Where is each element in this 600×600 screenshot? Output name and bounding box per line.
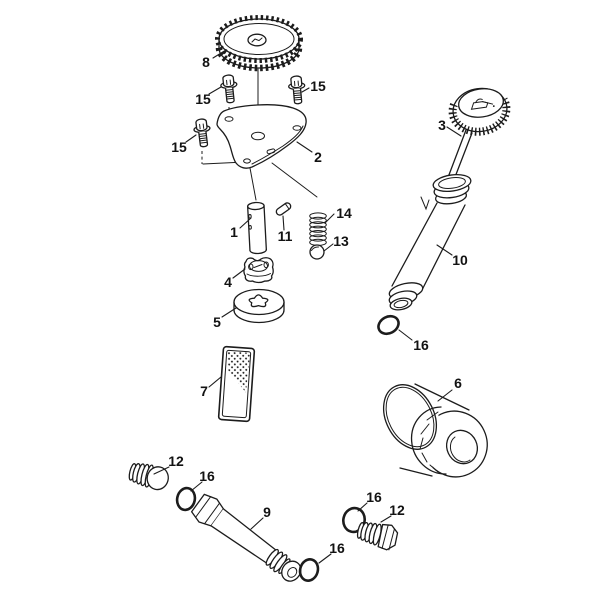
label-bolt-15-left: 15 [171,139,187,155]
label-oring-16-middle: 16 [329,540,345,556]
pump-drive-gear [215,15,303,72]
flange-bolt-top-right [287,74,307,106]
label-screen-7: 7 [200,383,208,399]
tube-clip-arrow [420,196,430,211]
label-filter-6: 6 [454,375,462,391]
pump-outer-rotor [233,288,285,324]
label-plate-2: 2 [314,149,322,165]
label-tube-10: 10 [452,252,468,268]
dipstick-cap [448,87,511,136]
o-ring-middle [298,558,320,582]
plug-left [128,463,169,491]
oil-passage-fitting [190,493,302,582]
o-ring-right [342,506,366,534]
oil-pickup-screen [217,345,256,423]
label-oring-16-right: 16 [366,489,382,505]
filter-thread-hole [445,429,479,465]
dowel-pin [275,202,292,216]
label-plug-12-left: 12 [168,453,184,469]
label-shaft-1: 1 [230,224,238,240]
label-spring-14: 14 [336,205,352,221]
label-bolt-15-top-left: 15 [195,91,211,107]
label-bolt-15-top-right: 15 [310,78,326,94]
pump-shaft [247,201,267,255]
label-fitting-9: 9 [263,504,271,520]
dipstick-tube [388,173,472,311]
o-ring-dipstick-tube [377,314,400,336]
label-inner-rotor-4: 4 [224,274,232,290]
label-plug-12-right: 12 [389,502,405,518]
o-ring-left [175,486,197,512]
screen-mesh [227,351,251,393]
plate-center-hole [251,131,265,141]
assembly-line-spring [271,162,318,198]
label-cap-3: 3 [438,117,446,133]
oil-filter [382,383,488,478]
flange-bolt-top-left [219,73,240,105]
label-oring-16-tube: 16 [413,337,429,353]
label-pin-11: 11 [278,228,293,244]
check-ball [309,244,325,260]
flange-bolt-left [192,117,213,149]
label-outer-rotor-5: 5 [213,314,221,330]
label-oring-16-left: 16 [199,468,215,484]
callout-labels: 8 15 15 15 2 1 11 14 13 4 5 7 3 10 16 6 … [168,54,468,556]
assembly-line-shaft [249,167,257,201]
label-ball-13: 13 [333,233,349,249]
plug-right [356,521,399,551]
label-gear-8: 8 [202,54,210,70]
pump-mounting-plate [216,104,307,169]
pump-inner-rotor [243,257,274,284]
leader-lines [153,49,462,564]
relief-valve-spring [309,212,327,246]
